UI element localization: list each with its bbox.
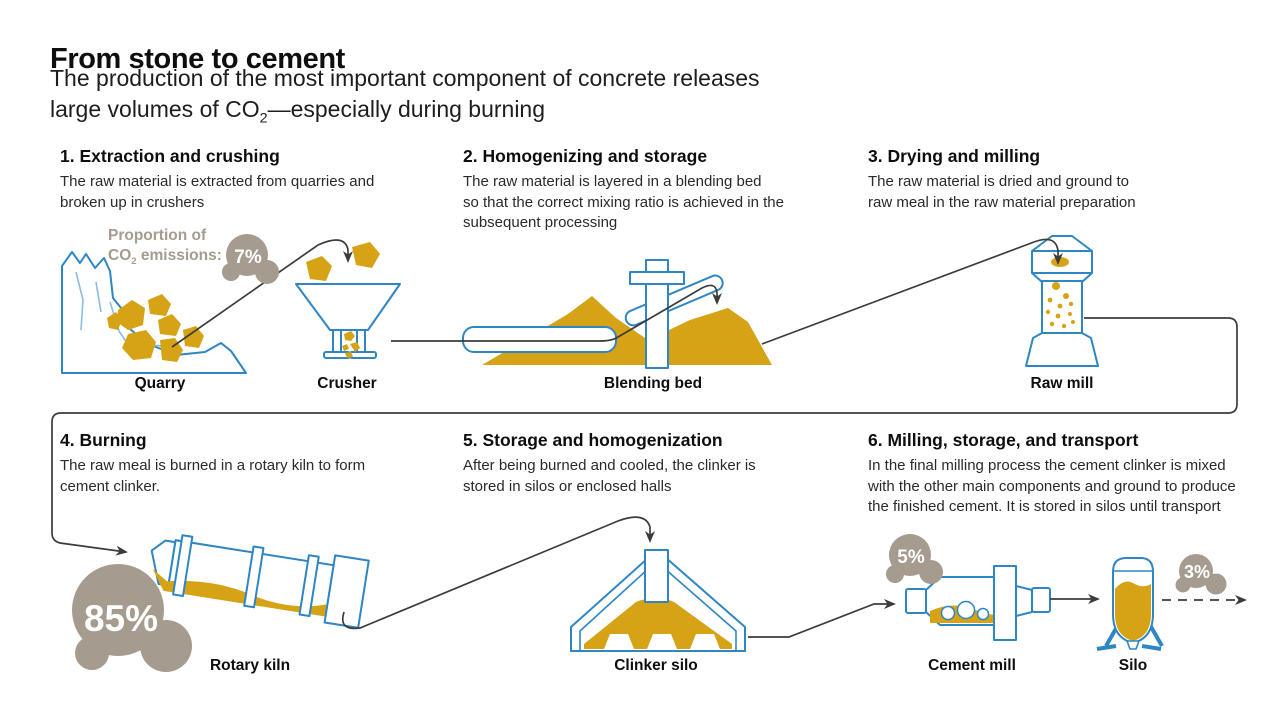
step-1-description: The raw material is extracted from quarr… [60, 173, 375, 211]
label-cement-mill: Cement mill [928, 657, 1016, 674]
step-1-extraction: 1. Extraction and crushing The raw mater… [60, 146, 452, 213]
step-2-description: The raw material is layered in a blendin… [463, 173, 784, 231]
step-3-drying: 3. Drying and milling The raw material i… [868, 146, 1260, 213]
step-4-burning: 4. Burning The raw meal is burned in a r… [60, 430, 452, 497]
step-6-title: 6. Milling, storage, and transport [868, 430, 1139, 450]
co2-proportion-label: Proportion of CO2 emissions: [108, 226, 222, 272]
step-6-milling: 6. Milling, storage, and transport In th… [868, 430, 1272, 518]
cement-mill-emission-value: 5% [897, 547, 925, 568]
co2-cloud-cement-mill [886, 534, 943, 584]
label-silo: Silo [1118, 657, 1148, 674]
rotary-kiln-illustration [150, 534, 370, 629]
label-quarry: Quarry [134, 375, 186, 392]
page-title: From stone to cement [50, 43, 345, 76]
co2-proportion-subscript: 2 [131, 256, 137, 268]
crusher-emission-value: 7% [234, 247, 262, 268]
label-blending-bed: Blending bed [603, 375, 703, 392]
step-1-title: 1. Extraction and crushing [60, 146, 280, 166]
raw-mill-illustration [1025, 235, 1099, 367]
crusher-rocks [306, 242, 380, 358]
label-clinker-silo: Clinker silo [614, 657, 698, 674]
co2-proportion-line2-pre: CO [108, 247, 132, 264]
step-3-title: 3. Drying and milling [868, 146, 1041, 166]
flow-connectors [51, 238, 1247, 638]
quarry-illustration [61, 251, 247, 374]
transport-emission-value: 3% [1184, 562, 1210, 582]
step-2-homogenizing: 2. Homogenizing and storage The raw mate… [463, 146, 855, 234]
step-5-description: After being burned and cooled, the clink… [463, 457, 756, 495]
label-rotary-kiln: Rotary kiln [209, 657, 291, 674]
clinker-silo-illustration [570, 549, 746, 652]
co2-proportion-line2-post: emissions: [136, 247, 222, 264]
label-crusher: Crusher [317, 375, 377, 392]
step-4-title: 4. Burning [60, 430, 147, 450]
subtitle-line2-post: —especially during burning [267, 96, 546, 122]
flow-rotary-kiln-to-clinker-silo [341, 516, 655, 630]
page-subtitle: The production of the most important com… [50, 63, 760, 135]
crusher-illustration [295, 242, 401, 359]
label-raw-mill: Raw mill [1030, 375, 1094, 392]
flow-raw-mill-to-rotary-kiln [51, 317, 1238, 556]
co2-cloud-transport [1175, 554, 1227, 595]
flow-clinker-silo-to-cement-mill [748, 599, 896, 638]
flow-crusher-to-blending-bed [391, 284, 722, 342]
co2-clouds [72, 234, 1227, 672]
clinker-silo-notches [604, 634, 720, 649]
flow-quarry-to-crusher [171, 239, 353, 348]
step-5-storage: 5. Storage and homogenization After bein… [463, 430, 855, 497]
step-4-description: The raw meal is burned in a rotary kiln … [60, 457, 366, 495]
step-3-description: The raw material is dried and ground to … [868, 173, 1136, 211]
blending-bed-illustration [462, 259, 772, 369]
subtitle-co2-subscript: 2 [259, 110, 268, 127]
silo-illustration [1096, 557, 1164, 651]
step-2-title: 2. Homogenizing and storage [463, 146, 708, 166]
co2-proportion-line1: Proportion of [108, 227, 207, 244]
subtitle-line1: The production of the most important com… [50, 65, 760, 91]
cement-mill-illustration [905, 565, 1051, 641]
step-5-title: 5. Storage and homogenization [463, 430, 723, 450]
step-6-description: In the final milling process the cement … [868, 457, 1236, 515]
co2-cloud-crusher [222, 234, 279, 284]
quarry-rocks [107, 294, 204, 362]
subtitle-line2-pre: large volumes of CO [50, 96, 260, 122]
rotary-kiln-emission-value: 85% [84, 598, 158, 639]
flow-blending-bed-to-raw-mill [761, 238, 1063, 345]
co2-cloud-rotary-kiln [72, 564, 192, 672]
